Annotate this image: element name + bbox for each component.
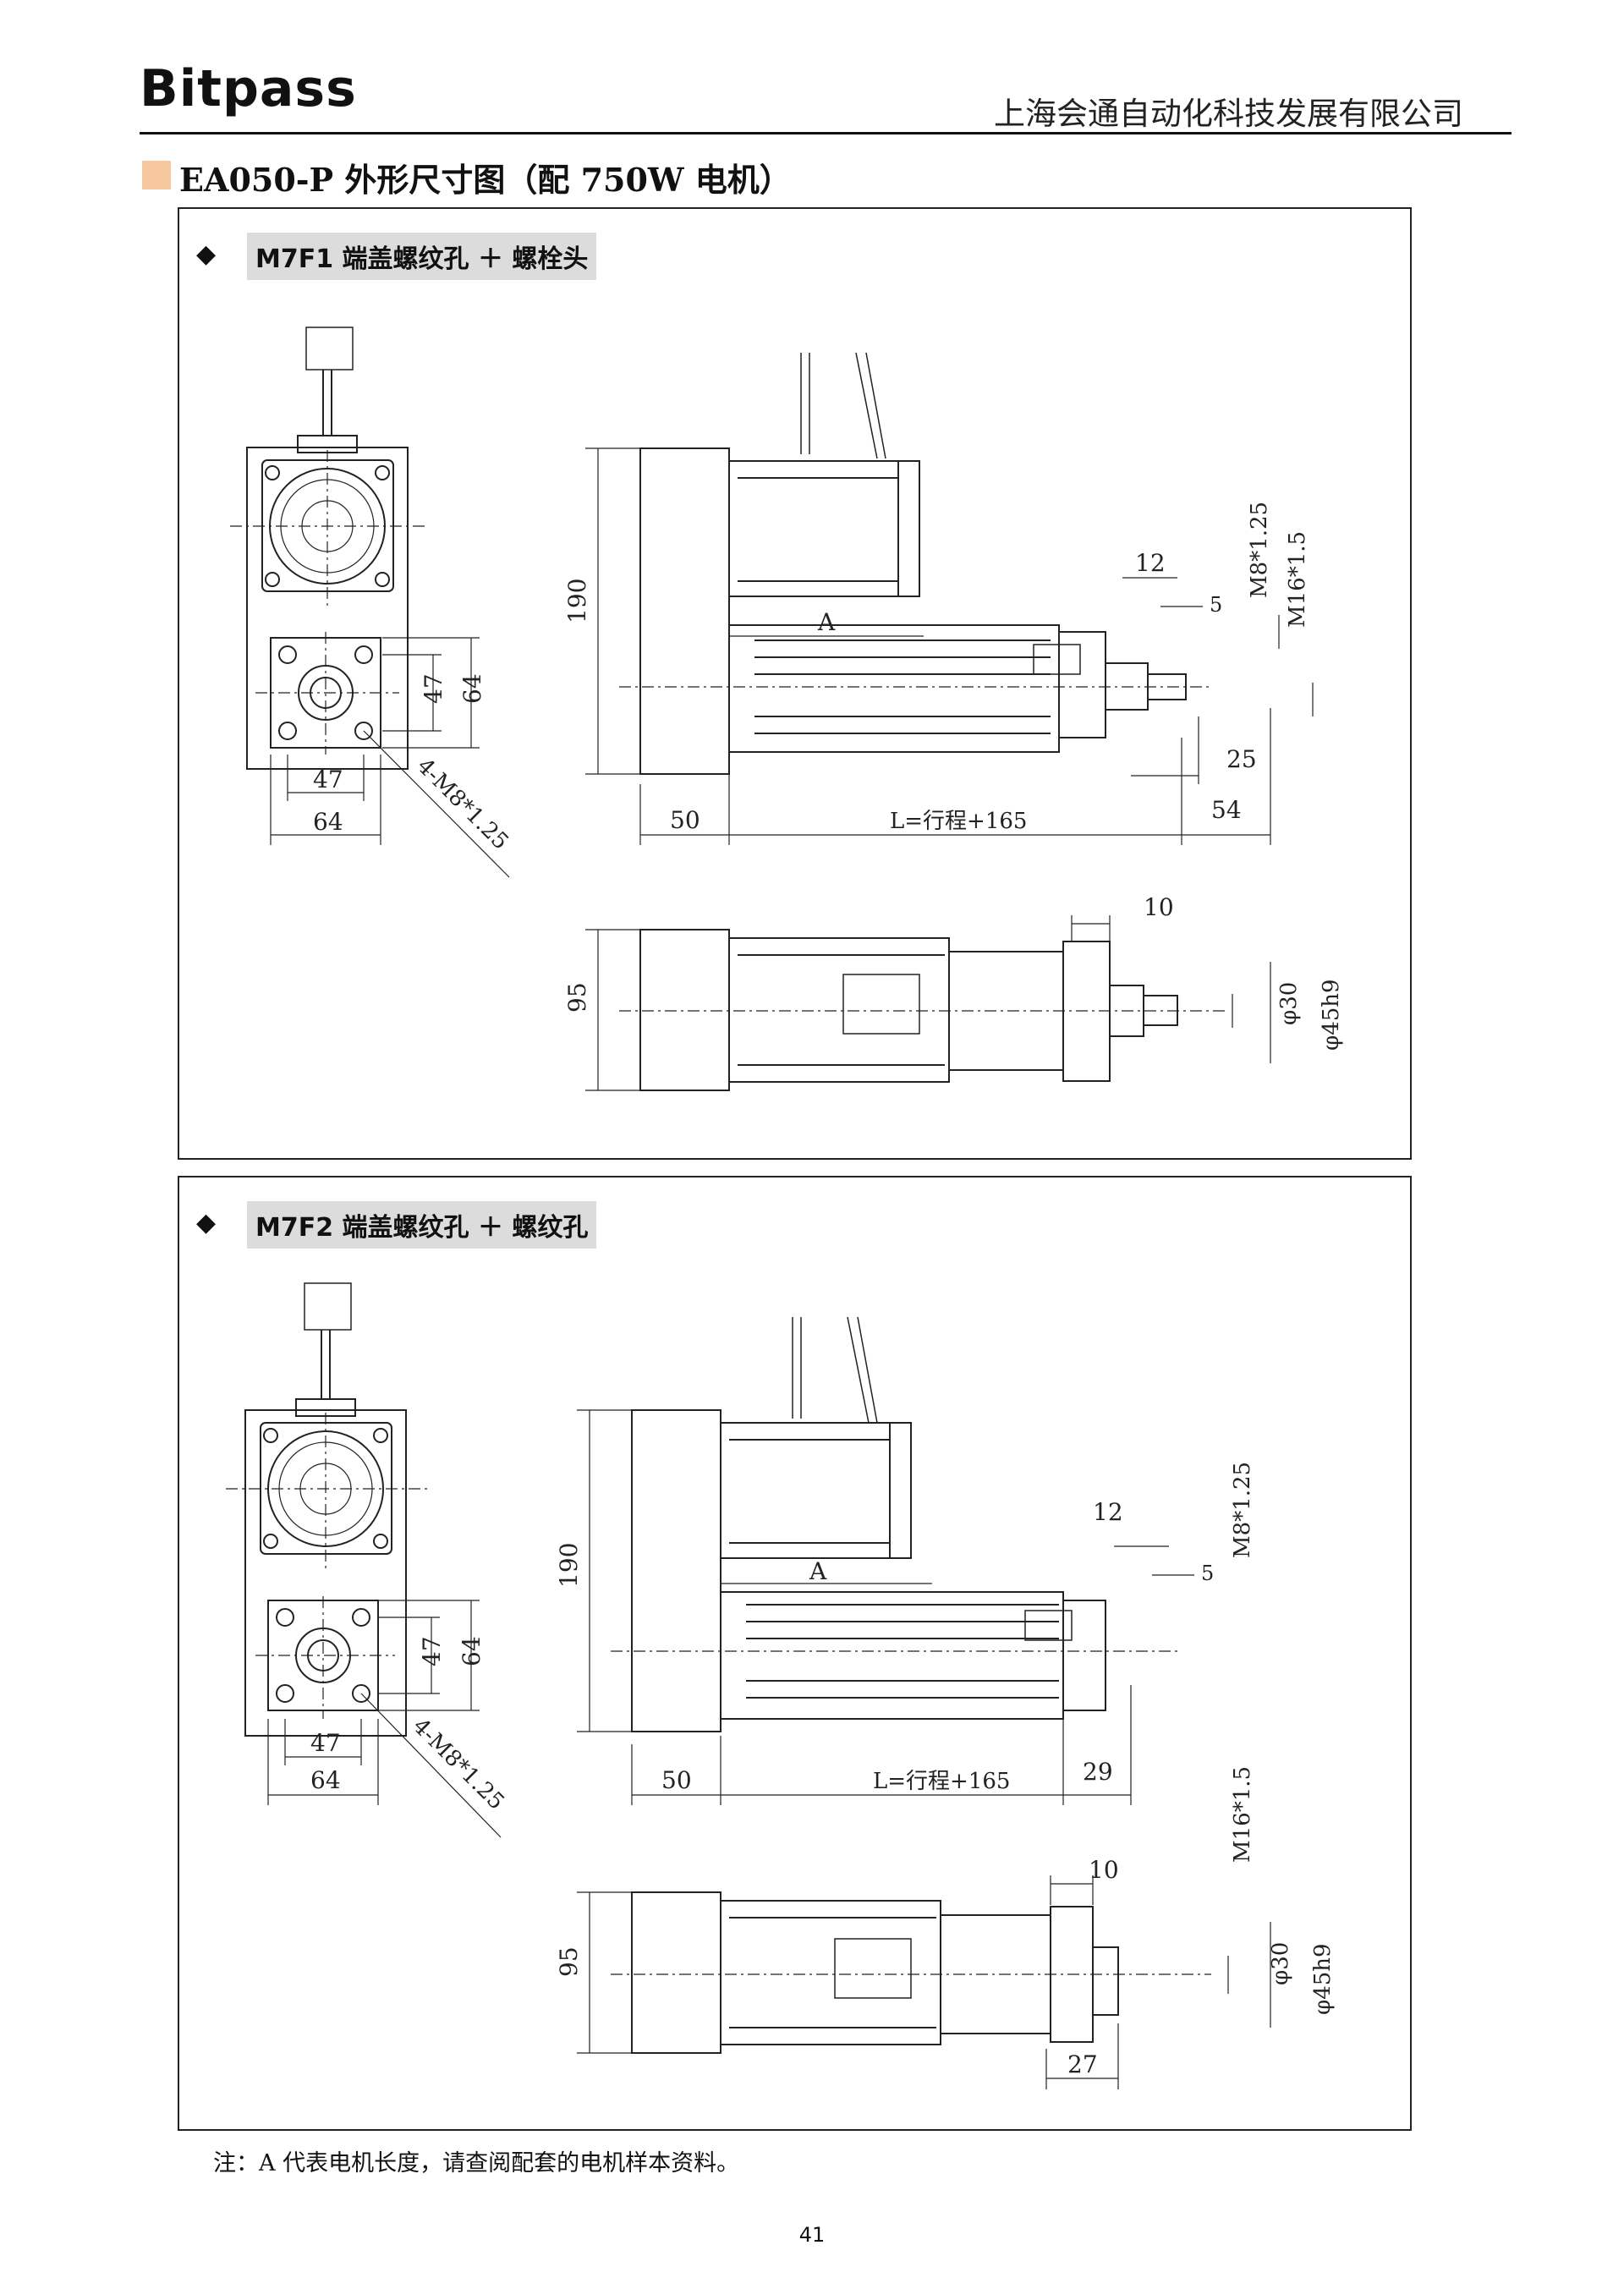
dim-base-len: 50 <box>670 806 700 834</box>
dim-top-10: 10 <box>1089 1856 1119 1884</box>
dim-height: 190 <box>563 579 591 623</box>
dim-dia-45: φ45h9 <box>1319 979 1344 1051</box>
dim-front-47v: 47 <box>420 673 447 704</box>
company-name: 上海会通自动化科技发展有限公司 <box>994 96 1463 132</box>
bullet-diamond-icon: ◆ <box>196 1208 217 1238</box>
dim-thread-m16: M16*1.5 <box>1285 531 1310 628</box>
bullet-diamond-icon: ◆ <box>196 239 217 269</box>
dim-tip-29: 29 <box>1083 1758 1113 1786</box>
brand-logo: Bitpass <box>140 59 357 118</box>
dim-thread-m16: M16*1.5 <box>1230 1766 1255 1863</box>
dim-front-64v: 64 <box>458 1636 486 1666</box>
dim-tip-25: 25 <box>1226 745 1257 773</box>
drawing-panel-1: ◆ M7F1 端盖螺纹孔 ＋ 螺栓头 <box>178 207 1412 1160</box>
dimension-drawing-m7f1: 47 64 47 64 4-M8*1.25 190 A 50 L=行程+165 … <box>230 327 1344 1091</box>
dim-tip-12: 12 <box>1135 549 1166 577</box>
dim-front-47v: 47 <box>418 1636 446 1666</box>
dim-front-47h: 47 <box>313 766 343 793</box>
dim-front-47h: 47 <box>310 1729 341 1757</box>
page-title: EA050-P 外形尺寸图（配 750W 电机） <box>179 161 792 199</box>
dim-stroke-len: L=行程+165 <box>890 809 1027 834</box>
dim-top-height: 95 <box>563 982 591 1013</box>
dimension-drawing-m7f2: 47 64 47 64 4-M8*1.25 190 A 50 L=行程+165 … <box>226 1282 1336 2089</box>
dim-front-64h: 64 <box>310 1766 341 1794</box>
dim-height: 190 <box>555 1543 583 1588</box>
drawing-panel-2: ◆ M7F2 端盖螺纹孔 ＋ 螺纹孔 <box>178 1176 1412 2131</box>
section-label: M7F2 端盖螺纹孔 ＋ 螺纹孔 <box>247 1201 597 1249</box>
front-view-body <box>246 447 409 770</box>
dim-motor-len: A <box>809 1557 827 1585</box>
dim-front-64v: 64 <box>458 673 486 704</box>
dim-tip-54: 54 <box>1211 796 1242 824</box>
dim-dia-45: φ45h9 <box>1310 1943 1336 2015</box>
dim-front-bolt: 4-M8*1.25 <box>412 754 513 855</box>
dim-thread-m8: M8*1.25 <box>1230 1462 1255 1558</box>
dim-tip-5: 5 <box>1201 1562 1214 1585</box>
dim-dia-30: φ30 <box>1268 1942 1293 1985</box>
dim-motor-len: A <box>817 608 836 636</box>
dim-base-len: 50 <box>661 1766 692 1794</box>
section-label: M7F1 端盖螺纹孔 ＋ 螺栓头 <box>247 233 597 280</box>
dim-top-height: 95 <box>555 1946 583 1977</box>
page-number: 41 <box>798 2223 826 2247</box>
dim-top-27: 27 <box>1067 2050 1098 2078</box>
dim-front-64h: 64 <box>313 808 343 836</box>
dim-top-10: 10 <box>1144 893 1174 921</box>
dim-tip-5: 5 <box>1210 593 1222 617</box>
header-rule <box>140 132 1512 134</box>
dim-tip-12: 12 <box>1093 1498 1123 1526</box>
dim-dia-30: φ30 <box>1276 982 1302 1025</box>
footnote: 注：A 代表电机长度，请查阅配套的电机样本资料。 <box>213 2150 740 2176</box>
dim-stroke-len: L=行程+165 <box>873 1769 1010 1794</box>
dim-thread-m8: M8*1.25 <box>1247 502 1272 598</box>
title-marker <box>142 161 171 189</box>
dim-front-bolt: 4-M8*1.25 <box>408 1714 509 1815</box>
